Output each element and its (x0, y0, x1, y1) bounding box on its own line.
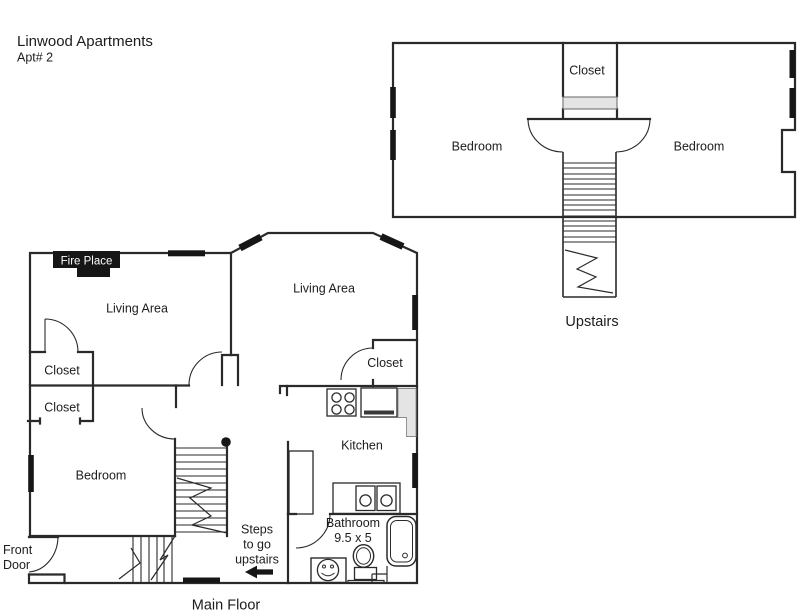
bathroom-sink (316, 558, 340, 582)
label-closet-upper: Closet (44, 364, 80, 378)
label-bedroom: Bedroom (76, 469, 127, 483)
label-upstairs-bedroom-left: Bedroom (452, 140, 503, 154)
burner (331, 392, 342, 403)
faucet-knob (330, 564, 334, 569)
window (789, 88, 796, 118)
window (412, 295, 418, 330)
fireplace (53, 251, 120, 277)
label-steps-3: upstairs (235, 553, 279, 567)
kitchen-fixtures (288, 387, 401, 515)
bay-windows (238, 233, 405, 252)
main-stairs (118, 447, 228, 583)
sink-drain (380, 494, 393, 507)
front-door-arc (28, 536, 59, 573)
upstairs-windows (390, 50, 796, 160)
label-kitchen: Kitchen (341, 439, 383, 453)
left-arrow-icon (245, 565, 273, 579)
burner (344, 392, 355, 403)
main-floor-windows (28, 250, 418, 583)
bathroom-door-arc (295, 513, 331, 549)
counter-front-edge (364, 410, 394, 415)
stair-break-line (176, 477, 228, 534)
living-area-door-arc (188, 351, 223, 386)
apt-number: Apt# 2 (17, 51, 53, 65)
bathtub-drain (402, 552, 408, 559)
toilet-base (347, 579, 385, 583)
counter (360, 387, 398, 418)
label-living-area-left: Living Area (106, 302, 168, 316)
sink-bowl-curve (321, 572, 335, 577)
bedroom-door-arc (141, 407, 176, 440)
stove (326, 388, 357, 417)
label-living-area-right: Living Area (293, 282, 355, 296)
window (238, 233, 263, 252)
caption-upstairs: Upstairs (565, 314, 618, 330)
sink-counter (332, 482, 401, 515)
bay-closet-door-arc (340, 347, 374, 381)
page-title: Linwood Apartments (17, 33, 153, 50)
burner (344, 404, 355, 415)
tub-step (371, 566, 388, 583)
label-steps-2: to go (243, 538, 271, 552)
window (390, 87, 396, 118)
stair-break-line (150, 535, 176, 581)
toilet-bowl-inner (356, 547, 371, 565)
bathtub-inner (390, 520, 413, 563)
label-closet-bay: Closet (367, 356, 403, 370)
bathroom-sink-box (310, 557, 347, 584)
label-bathroom-size: 9.5 x 5 (334, 531, 372, 545)
upstairs-stairs (562, 152, 617, 298)
faucet-knob (322, 564, 326, 569)
window (28, 455, 34, 492)
upstairs-stair-break-line (564, 249, 614, 294)
burner (331, 404, 342, 415)
sink-drain (359, 494, 372, 507)
label-upstairs-closet: Closet (569, 64, 605, 78)
window (168, 250, 205, 257)
label-fireplace: Fire Place (61, 256, 113, 268)
door-threshold (183, 577, 220, 583)
upstairs-door-arcs (527, 118, 651, 153)
window (390, 130, 396, 160)
caption-main-floor: Main Floor (192, 598, 261, 614)
counter-left (288, 450, 314, 515)
kitchen-counter-L (397, 388, 417, 437)
stair-break-line (118, 547, 141, 580)
main-floor-door-arcs (28, 318, 374, 573)
window (789, 50, 796, 78)
window (379, 233, 405, 250)
label-front-door-2: Door (3, 558, 30, 572)
label-front-door-1: Front (3, 543, 33, 557)
upstairs-shelf (562, 96, 618, 110)
label-upstairs-bedroom-right: Bedroom (674, 140, 725, 154)
window (412, 453, 418, 488)
sink-basin (355, 485, 376, 512)
bathroom-fixtures (310, 515, 417, 584)
label-steps-1: Steps (241, 523, 273, 537)
label-closet-lower: Closet (44, 401, 80, 415)
label-bathroom: Bathroom (326, 516, 380, 530)
sink-basin (376, 485, 397, 512)
bathtub (386, 515, 417, 567)
toilet-bowl (352, 544, 375, 569)
newel-post-dot (221, 437, 231, 447)
upper-closet-door (44, 318, 79, 353)
